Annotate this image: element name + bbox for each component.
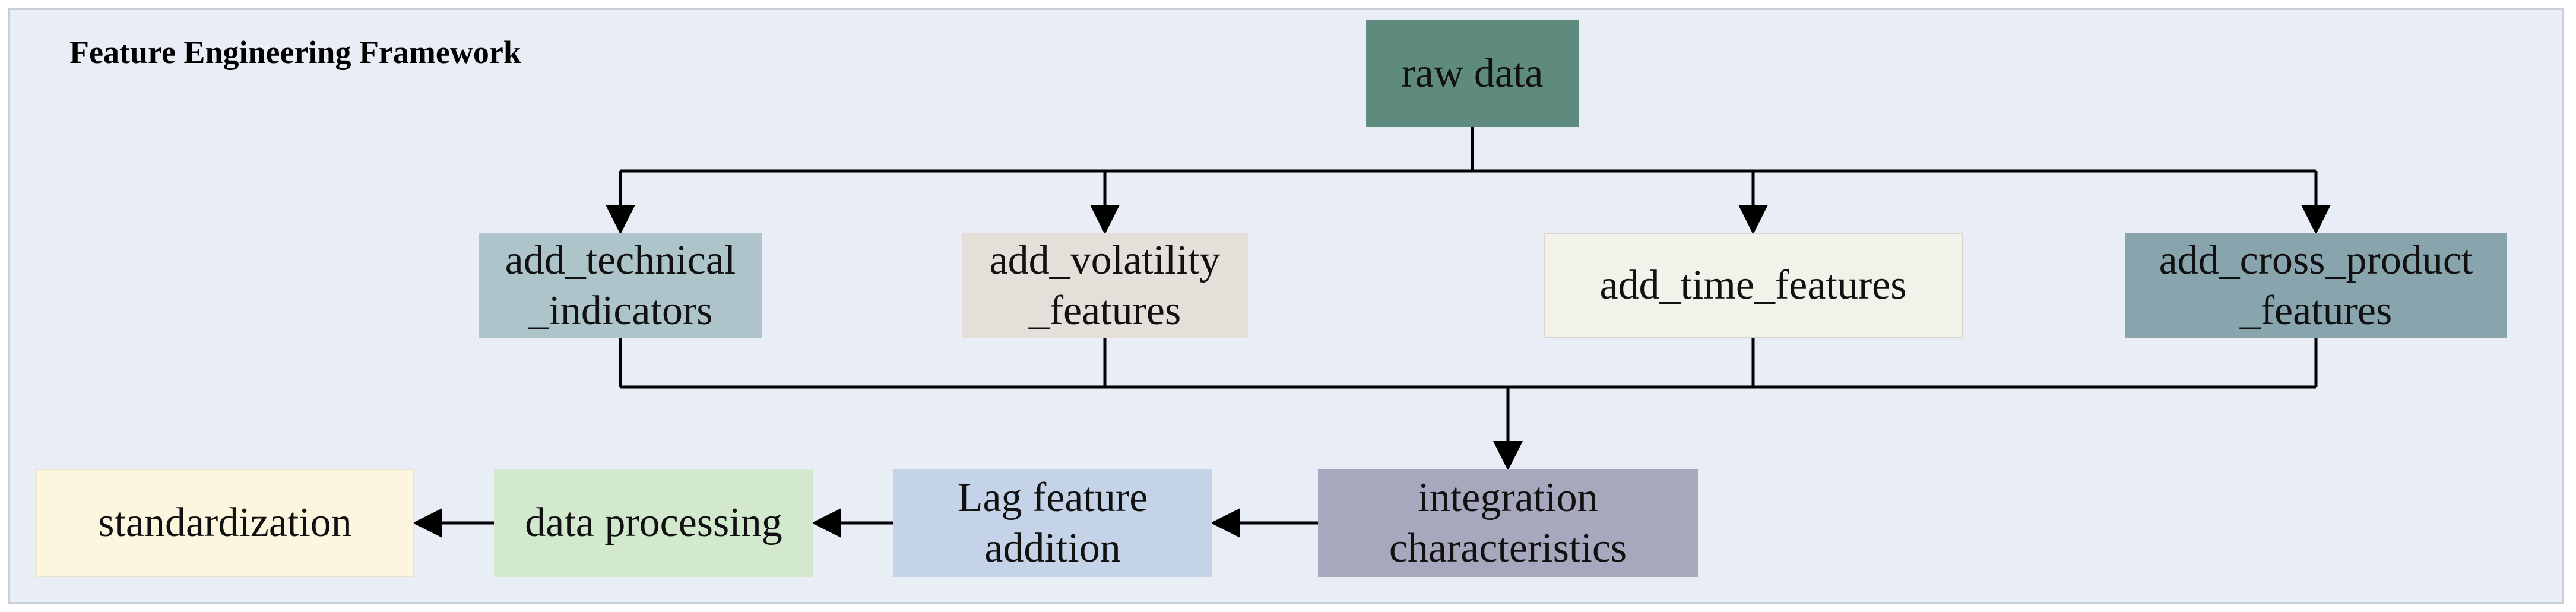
node-integration-characteristics: integration characteristics xyxy=(1318,469,1698,577)
diagram-title: Feature Engineering Framework xyxy=(69,34,521,70)
node-lag-feature-addition: Lag feature addition xyxy=(893,469,1212,577)
node-add-cross-product-features-label: add_cross_product _features xyxy=(2159,237,2473,334)
node-raw-data: raw data xyxy=(1366,20,1579,127)
node-add-technical-indicators-label: add_technical _indicators xyxy=(505,237,736,334)
node-standardization: standardization xyxy=(36,469,414,577)
node-lag-feature-addition-label: Lag feature addition xyxy=(957,474,1148,571)
node-standardization-label: standardization xyxy=(98,500,352,546)
node-add-volatility-features-label: add_volatility _features xyxy=(989,237,1221,334)
node-add-volatility-features: add_volatility _features xyxy=(962,233,1248,338)
node-add-technical-indicators: add_technical _indicators xyxy=(479,233,762,338)
node-add-cross-product-features: add_cross_product _features xyxy=(2125,233,2507,338)
node-add-time-features-label: add_time_features xyxy=(1599,262,1907,309)
node-integration-characteristics-label: integration characteristics xyxy=(1389,474,1627,571)
node-data-processing-label: data processing xyxy=(525,500,782,546)
node-raw-data-label: raw data xyxy=(1401,50,1544,97)
node-add-time-features: add_time_features xyxy=(1544,233,1963,338)
node-data-processing: data processing xyxy=(494,469,813,577)
